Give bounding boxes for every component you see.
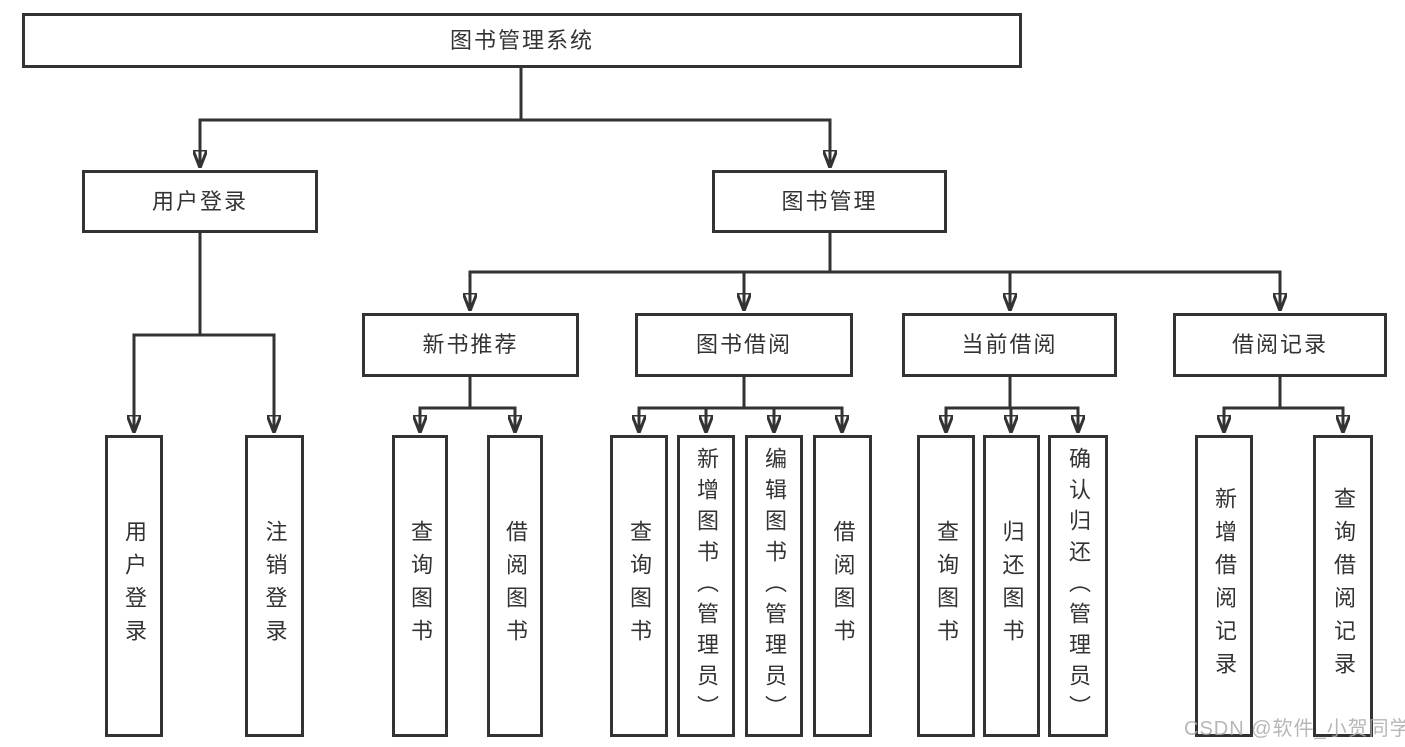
leaf-query-books-recommend: 查询图书 (392, 435, 448, 737)
leaf-return-book: 归还图书 (983, 435, 1040, 737)
node-book-borrow: 图书借阅 (635, 313, 853, 377)
leaf-query-books-borrow: 查询图书 (610, 435, 668, 737)
leaf-query-borrow-record: 查询借阅记录 (1313, 435, 1373, 737)
leaf-borrow-books: 借阅图书 (813, 435, 872, 737)
node-label: 借阅图书 (830, 520, 856, 652)
node-label: 借阅记录 (1231, 332, 1328, 357)
node-label: 新增图书（管理员） (694, 446, 719, 726)
leaf-add-borrow-record: 新增借阅记录 (1195, 435, 1253, 737)
leaf-borrow-books-recommend: 借阅图书 (487, 435, 543, 737)
node-library-management-system: 图书管理系统 (22, 13, 1022, 68)
node-label: 图书管理系统 (449, 27, 594, 53)
node-label: 归还图书 (999, 520, 1025, 652)
node-label: 新书推荐 (422, 332, 519, 357)
node-label: 编辑图书（管理员） (762, 446, 787, 726)
leaf-confirm-return-admin: 确认归还（管理员） (1048, 435, 1108, 737)
leaf-user-login: 用户登录 (105, 435, 163, 737)
leaf-logout: 注销登录 (245, 435, 304, 737)
node-current-borrow: 当前借阅 (902, 313, 1117, 377)
node-label: 注销登录 (262, 520, 288, 652)
node-label: 用户登录 (151, 188, 248, 214)
node-label: 查询图书 (934, 520, 959, 652)
leaf-query-books-current: 查询图书 (917, 435, 975, 737)
node-label: 查询借阅记录 (1331, 487, 1356, 685)
leaf-add-book-admin: 新增图书（管理员） (677, 435, 735, 737)
node-label: 用户登录 (122, 520, 147, 652)
node-label: 图书管理 (781, 188, 878, 214)
node-book-management-branch: 图书管理 (712, 170, 947, 233)
csdn-watermark: CSDN @软件_小贺同学 (1184, 718, 1405, 740)
node-user-login-branch: 用户登录 (82, 170, 318, 233)
node-borrow-records: 借阅记录 (1173, 313, 1387, 377)
node-label: 借阅图书 (503, 520, 528, 652)
node-new-book-recommend: 新书推荐 (362, 313, 579, 377)
node-label: 新增借阅记录 (1212, 487, 1237, 685)
node-label: 查询图书 (408, 520, 433, 652)
node-label: 当前借阅 (961, 332, 1058, 357)
node-label: 图书借阅 (695, 332, 792, 357)
node-label: 确认归还（管理员） (1066, 446, 1091, 726)
node-label: 查询图书 (627, 520, 652, 652)
leaf-edit-book-admin: 编辑图书（管理员） (745, 435, 803, 737)
